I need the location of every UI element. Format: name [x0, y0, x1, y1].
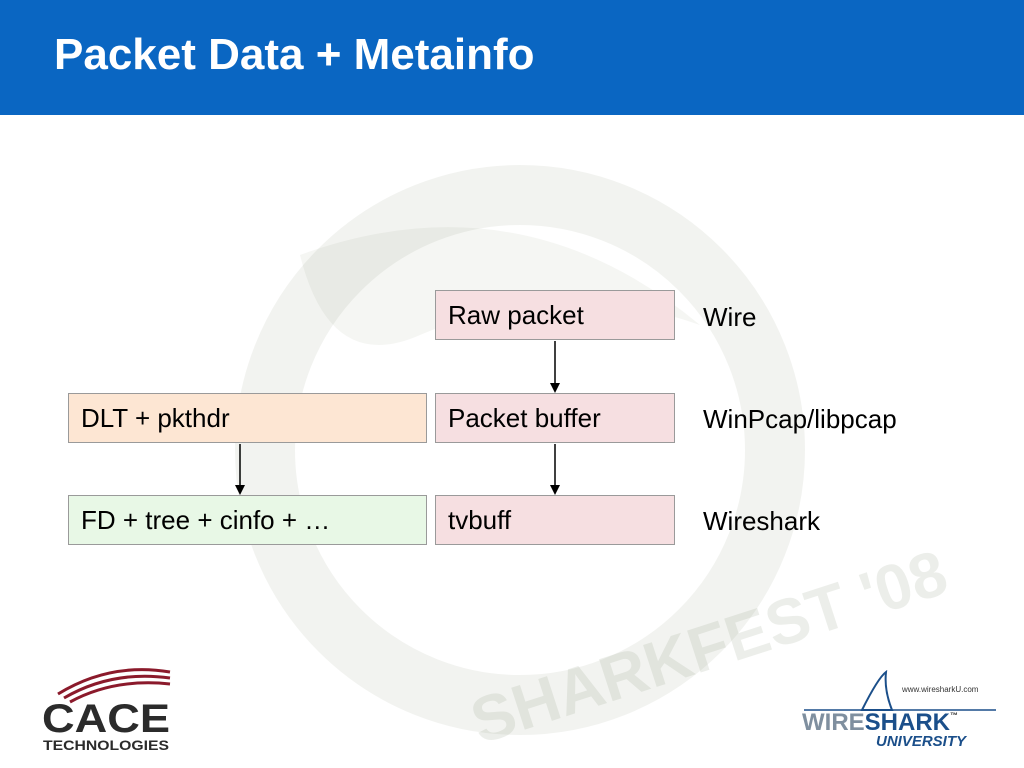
tvbuff-label: tvbuff: [448, 504, 512, 535]
wireshark-university-text: UNIVERSITY: [876, 733, 968, 750]
sharkfest-watermark: SHARKFEST '08: [235, 165, 956, 758]
fd-tree-cinfo-box: FD + tree + cinfo + …: [68, 495, 427, 545]
wireshark-label: Wireshark: [703, 506, 821, 536]
cace-technologies-logo: CACE TECHNOLOGIES: [42, 668, 171, 753]
packet-buffer-label: Packet buffer: [448, 402, 601, 433]
wireshark-university-logo: www.wiresharkU.com WIRESHARK™ UNIVERSITY: [802, 670, 996, 750]
wireshark-url: www.wiresharkU.com: [901, 685, 979, 694]
winpcap-libpcap-label: WinPcap/libpcap: [703, 404, 897, 434]
tvbuff-box: tvbuff: [435, 495, 675, 545]
wireshark-logo-shark: SHARK: [865, 709, 951, 736]
dlt-pkthdr-label: DLT + pkthdr: [81, 402, 230, 433]
fd-tree-cinfo-label: FD + tree + cinfo + …: [81, 504, 331, 535]
dlt-pkthdr-box: DLT + pkthdr: [68, 393, 427, 443]
title-bar: Packet Data + Metainfo: [0, 0, 1024, 115]
wire-label: Wire: [703, 302, 757, 332]
raw-packet-box: Raw packet: [435, 290, 675, 340]
cace-logo-sub: TECHNOLOGIES: [43, 737, 169, 753]
svg-text:WIRESHARK™: WIRESHARK™: [802, 709, 958, 736]
wireshark-logo-tm: ™: [950, 711, 958, 720]
packet-buffer-box: Packet buffer: [435, 393, 675, 443]
cace-logo-main: CACE: [42, 697, 170, 741]
slide-title: Packet Data + Metainfo: [54, 30, 535, 79]
raw-packet-label: Raw packet: [448, 299, 584, 330]
wireshark-logo-wire: WIRE: [802, 709, 865, 736]
